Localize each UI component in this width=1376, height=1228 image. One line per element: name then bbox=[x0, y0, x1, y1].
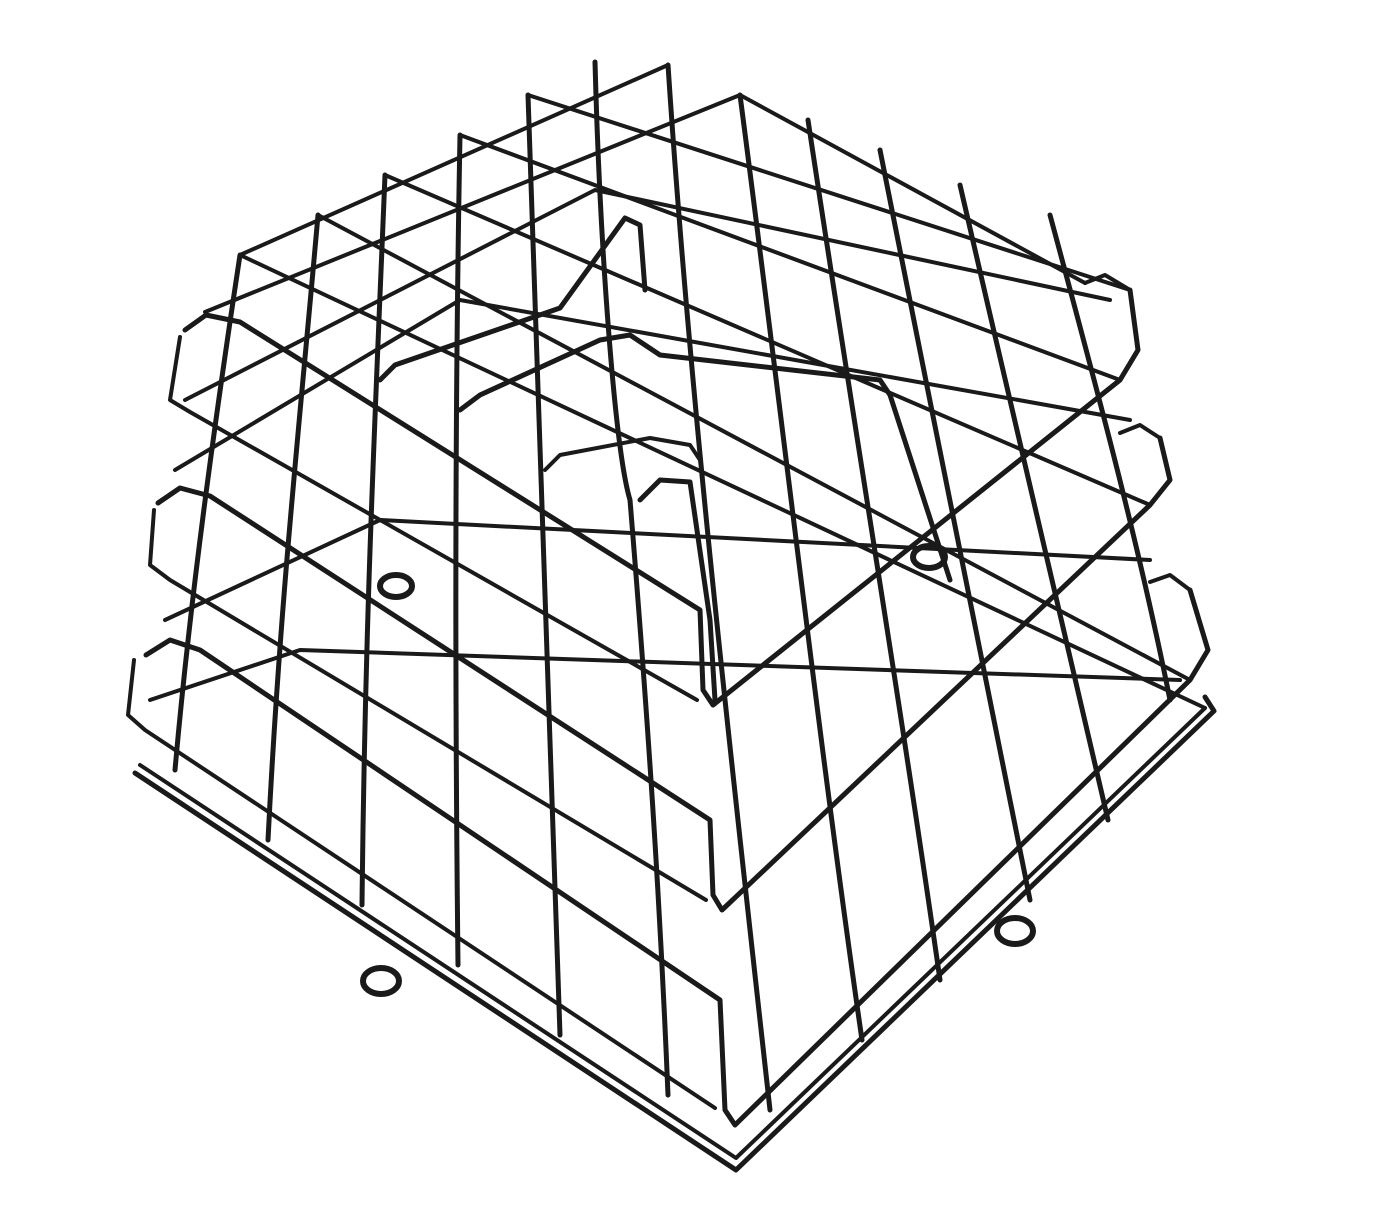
rib-left-1 bbox=[172, 252, 243, 773]
lower-ring-front-wire bbox=[143, 587, 1211, 1128]
rib-left-6 bbox=[592, 59, 671, 1098]
diag-wire-4 bbox=[316, 213, 1192, 682]
middle-ring-front-wire bbox=[155, 435, 1173, 913]
cross-wire-1 bbox=[238, 63, 670, 257]
rib-left-3 bbox=[359, 172, 388, 908]
cross-wire-2 bbox=[203, 93, 1087, 314]
rib-right-3 bbox=[805, 117, 943, 983]
lug-right-inner bbox=[910, 543, 948, 571]
lower-ring-right-wire bbox=[1148, 573, 1192, 592]
upper-ring-front-wire bbox=[182, 287, 1141, 708]
lug-left-inner bbox=[377, 572, 415, 600]
upper-ring-inner-wire bbox=[168, 335, 699, 702]
rib-left-2 bbox=[265, 212, 321, 843]
middle-ring bbox=[148, 423, 1173, 913]
cross-wire-6 bbox=[148, 648, 1182, 702]
lug-bottom-left bbox=[360, 965, 402, 997]
rib-left-5 bbox=[525, 92, 563, 1038]
base-frame-inner-wire bbox=[138, 706, 1207, 1160]
diag-wire-2 bbox=[458, 133, 1122, 382]
cross-wires bbox=[148, 63, 1207, 710]
cross-wire-5 bbox=[163, 518, 1152, 622]
cross-wire-4 bbox=[173, 298, 1132, 472]
cross-wire-3 bbox=[183, 188, 1112, 402]
lower-ring-inner-wire bbox=[126, 658, 717, 1110]
rib-left-4 bbox=[453, 132, 463, 968]
rib-right-5 bbox=[957, 182, 1111, 823]
upper-ring bbox=[168, 273, 1141, 708]
mounting-lugs bbox=[360, 543, 1036, 997]
top-crown bbox=[377, 215, 953, 703]
rib-right-4 bbox=[877, 147, 1033, 903]
rib-right-2 bbox=[737, 92, 865, 1043]
middle-ring-right-wire bbox=[1118, 423, 1162, 440]
diag-wire-1 bbox=[526, 93, 1132, 292]
vertical-ribs-left bbox=[172, 59, 671, 1098]
diag-wire-5 bbox=[238, 253, 1207, 710]
base-frame bbox=[132, 694, 1217, 1173]
crown-back-wire bbox=[543, 436, 702, 472]
lug-bottom-right bbox=[994, 915, 1036, 947]
crown-mid-wire bbox=[457, 332, 953, 583]
middle-ring-inner-wire bbox=[148, 508, 708, 902]
base-frame-wire bbox=[132, 694, 1217, 1173]
crown-front-wire bbox=[637, 477, 718, 703]
lower-ring bbox=[126, 573, 1211, 1128]
diag-wire-3 bbox=[383, 173, 1152, 507]
upper-ring-right-wire bbox=[1083, 273, 1132, 292]
rib-right-1 bbox=[665, 62, 773, 1113]
rib-right-6 bbox=[1047, 212, 1173, 703]
